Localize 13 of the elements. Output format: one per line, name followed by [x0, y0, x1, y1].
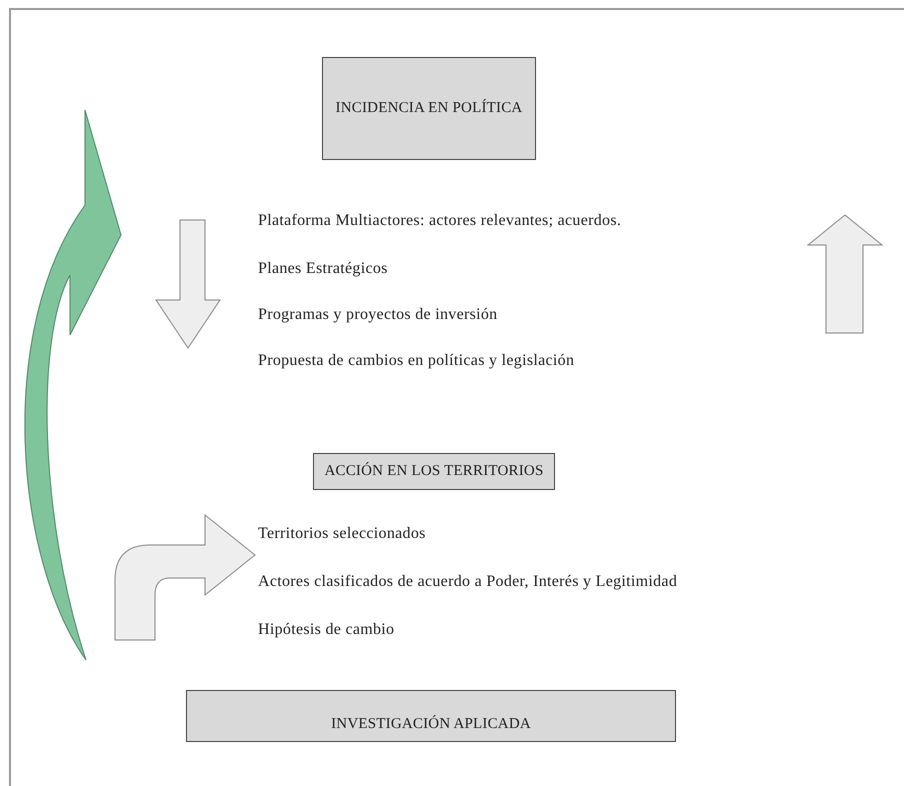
heading-box — [322, 57, 536, 160]
heading-box — [313, 453, 555, 490]
heading-text: ACCIÓN EN LOS TERRITORIOS — [324, 463, 544, 480]
list-item: Propuesta de cambios en políticas y legislación — [258, 352, 574, 370]
list-item: Actores clasificados de acuerdo a Poder, Interés y Legitimidad — [258, 573, 678, 591]
heading-text: INCIDENCIA EN POLÍTICA — [336, 100, 522, 117]
heading-box — [186, 690, 676, 742]
list-item: Plataforma Multiactores: actores relevantes; acuerdos. — [258, 212, 622, 230]
list-item: Programas y proyectos de inversión — [258, 306, 498, 324]
list-item: Planes Estratégicos — [258, 260, 388, 278]
heading-text: INVESTIGACIÓN APLICADA — [331, 716, 531, 733]
list-item: Territorios seleccionados — [258, 525, 426, 543]
list-item: Hipótesis de cambio — [258, 621, 394, 639]
